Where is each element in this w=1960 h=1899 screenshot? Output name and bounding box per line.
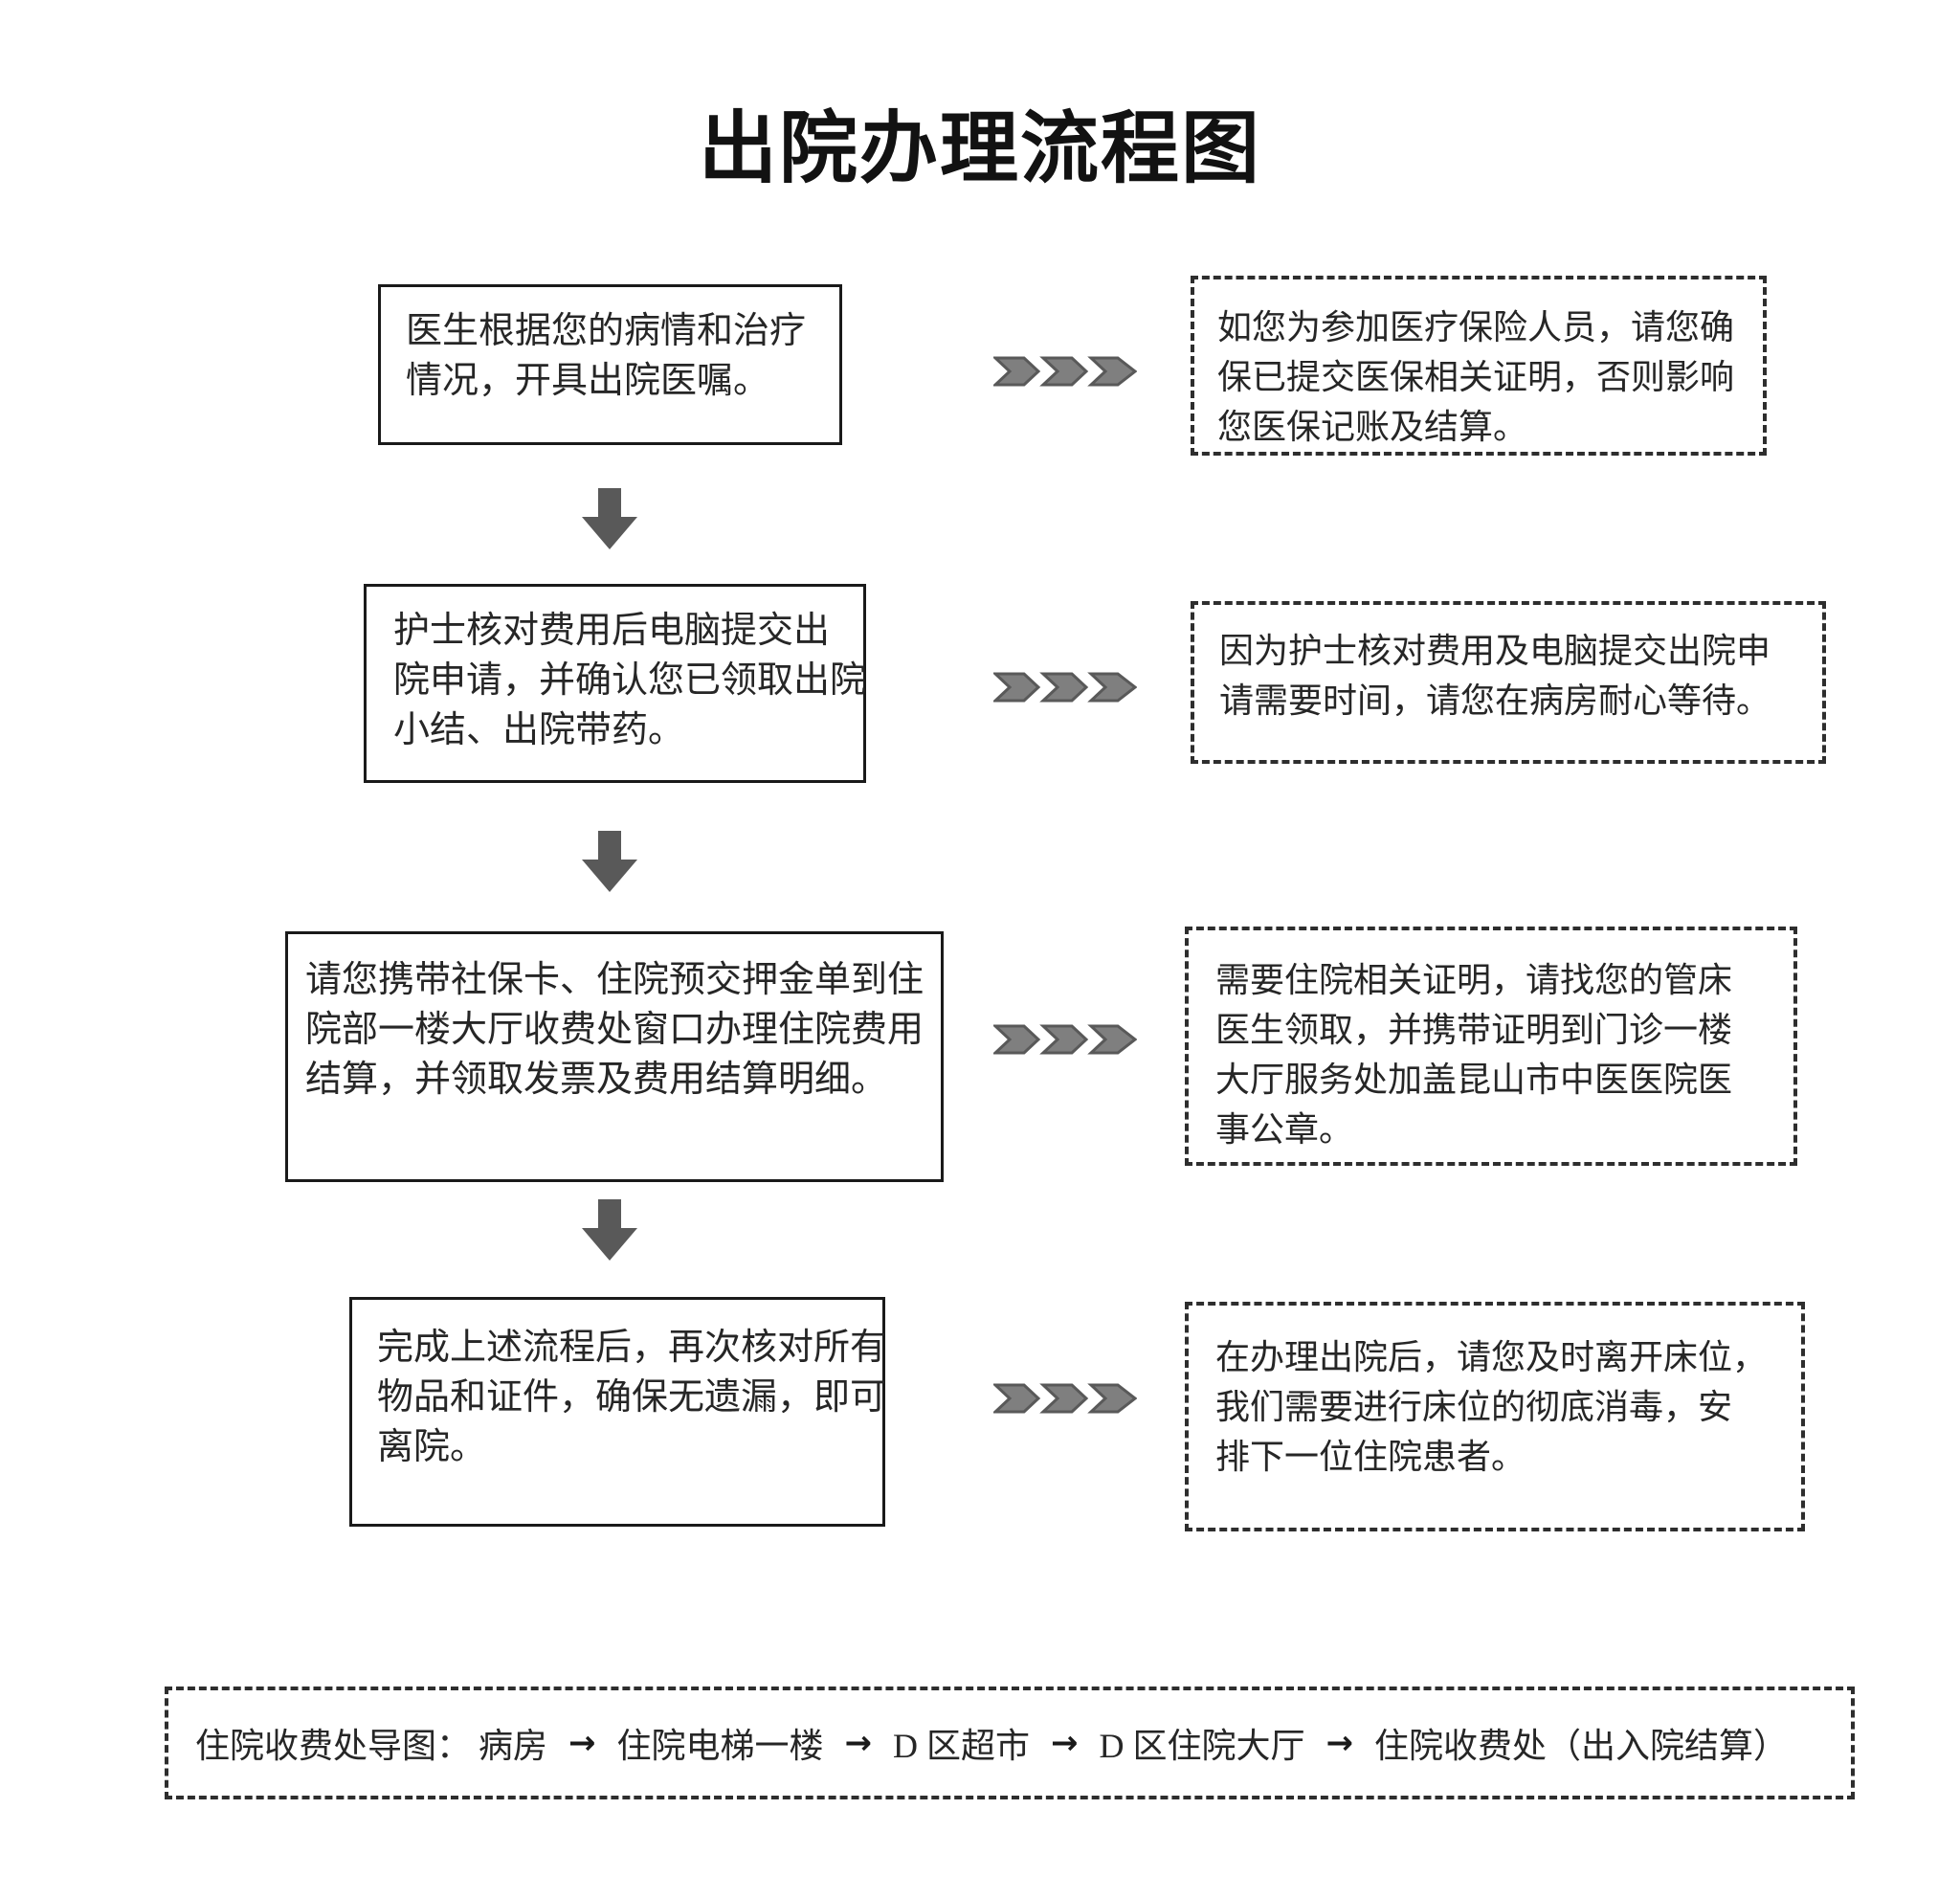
page-title: 出院办理流程图 [698,105,1261,192]
note-text-line: 大厅服务处加盖昆山市中医医院医 [1215,1061,1733,1099]
right-arrow-icon: → [1051,1724,1079,1762]
note-text-line: 您医保记账及结算。 [1217,408,1528,446]
down-arrow-icon [582,1199,637,1261]
arrow-chevron-icon [1087,1383,1137,1414]
note-text-line: 事公章。 [1215,1110,1354,1149]
route-stop: 住院电梯一楼 [616,1727,824,1765]
triple-chevron-right-icon [993,1383,1137,1414]
step-text-line: 请您携带社保卡、住院预交押金单到住 [305,960,924,1000]
step-text-line: 院部一楼大厅收费处窗口办理住院费用 [305,1010,924,1050]
route-stop: 住院收费处（出入院结算） [1374,1727,1789,1765]
route-stop: D 区超市 [893,1727,1031,1765]
chevron-icon [1039,1024,1089,1055]
step-text-line: 完成上述流程后，再次核对所有 [377,1328,887,1368]
note-text-line: 因为护士核对费用及电脑提交出院申 [1219,632,1771,670]
chevron-icon [993,1383,1041,1414]
note-box-3: 需要住院相关证明，请找您的管床 医生领取，并携带证明到门诊一楼 大厅服务处加盖昆… [1185,927,1797,1166]
note-text-line: 需要住院相关证明，请找您的管床 [1215,961,1733,999]
arrow-chevron-icon [1087,356,1137,387]
note-box-2: 因为护士核对费用及电脑提交出院申 请需要时间，请您在病房耐心等待。 [1191,601,1826,764]
step-text-line: 物品和证件，确保无遗漏，即可 [377,1377,887,1418]
step-text-line: 情况，开具出院医嘱。 [406,361,770,401]
down-arrow-icon [582,488,637,549]
triple-chevron-right-icon [993,1024,1137,1055]
note-text-line: 保已提交医保相关证明，否则影响 [1217,358,1735,396]
route-map-box: 住院收费处导图： 病房 → 住院电梯一楼 → D 区超市 → D 区住院大厅 →… [165,1687,1855,1799]
note-text-line: 排下一位住院患者。 [1215,1438,1526,1476]
down-arrow-icon [582,831,637,892]
right-arrow-icon: → [568,1724,596,1762]
note-box-1: 如您为参加医疗保险人员，请您确 保已提交医保相关证明，否则影响 您医保记账及结算… [1191,276,1767,456]
note-text-line: 如您为参加医疗保险人员，请您确 [1217,308,1735,346]
note-text-line: 在办理出院后，请您及时离开床位， [1215,1338,1768,1376]
route-stop: D 区住院大厅 [1099,1727,1305,1765]
note-text-line: 我们需要进行床位的彻底消毒，安 [1215,1388,1733,1426]
step-box-3: 请您携带社保卡、住院预交押金单到住 院部一楼大厅收费处窗口办理住院费用 结算，并… [285,931,944,1182]
chevron-icon [993,672,1041,703]
arrow-chevron-icon [1087,672,1137,703]
down-arrow-shape [582,831,637,892]
step-box-1: 医生根据您的病情和治疗 情况，开具出院医嘱。 [378,284,842,445]
note-box-4: 在办理出院后，请您及时离开床位， 我们需要进行床位的彻底消毒，安 排下一位住院患… [1185,1302,1805,1531]
chevron-icon [993,1024,1041,1055]
step-text-line: 小结、出院带药。 [393,710,685,750]
step-text-line: 医生根据您的病情和治疗 [406,311,807,351]
step-text-line: 护士核对费用后电脑提交出 [393,611,831,651]
step-box-2: 护士核对费用后电脑提交出 院申请，并确认您已领取出院 小结、出院带药。 [364,584,866,783]
chevron-icon [1039,1383,1089,1414]
route-map-label: 住院收费处导图： [195,1727,472,1765]
note-text-line: 医生领取，并携带证明到门诊一楼 [1215,1011,1733,1049]
right-arrow-icon: → [844,1724,873,1762]
triple-chevron-right-icon [993,356,1137,387]
right-arrow-icon: → [1325,1724,1354,1762]
step-box-4: 完成上述流程后，再次核对所有 物品和证件，确保无遗漏，即可 离院。 [349,1297,887,1527]
step-text-line: 离院。 [377,1427,487,1467]
down-arrow-shape [582,488,637,549]
chevron-icon [1039,672,1089,703]
triple-chevron-right-icon [993,672,1137,703]
down-arrow-shape [582,1199,637,1261]
step-text-line: 结算，并领取发票及费用结算明细。 [305,1060,888,1100]
chevron-icon [1039,356,1089,387]
route-stop: 病房 [479,1727,548,1765]
note-text-line: 请需要时间，请您在病房耐心等待。 [1219,681,1771,720]
step-text-line: 院申请，并确认您已领取出院 [393,660,867,701]
chevron-icon [993,356,1041,387]
arrow-chevron-icon [1087,1024,1137,1055]
